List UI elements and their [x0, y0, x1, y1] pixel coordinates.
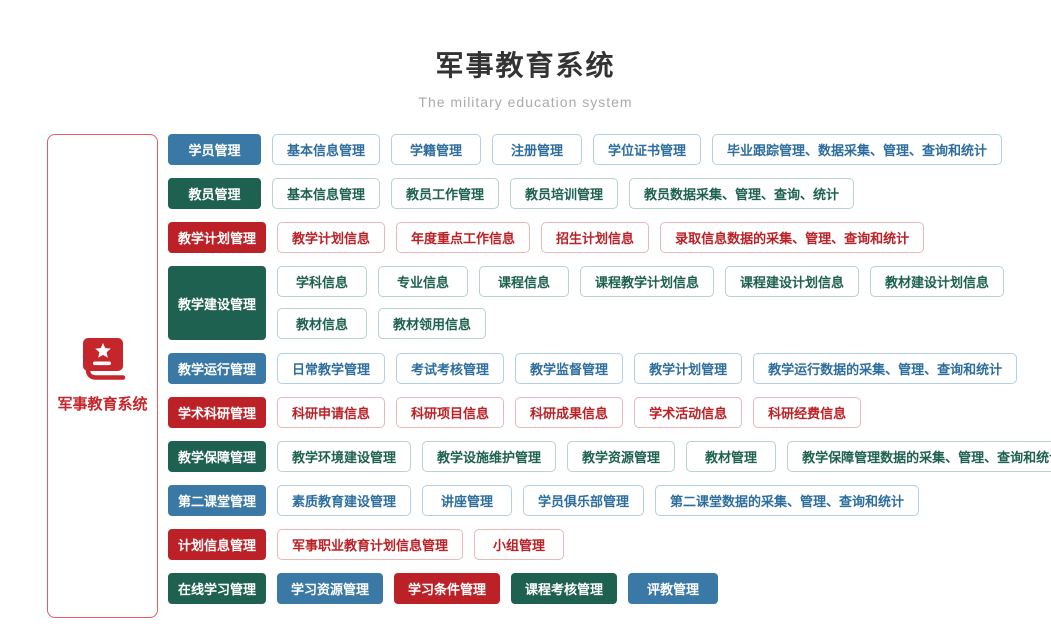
- content-area: 军事教育系统 学员管理 基本信息管理 学籍管理 注册管理 学位证书管理 毕业跟踪…: [0, 134, 1051, 618]
- sub-item-button[interactable]: 课程信息: [479, 266, 570, 297]
- sub-item-button[interactable]: 小组管理: [474, 529, 565, 560]
- sub-items: 学科信息 专业信息 课程信息 课程教学计划信息 课程建设计划信息 教材建设计划信…: [277, 266, 1005, 297]
- sub-items: 科研申请信息 科研项目信息 科研成果信息 学术活动信息 科研经费信息: [277, 397, 862, 428]
- sub-item-button[interactable]: 日常教学管理: [277, 353, 386, 384]
- row-faculty-management: 教员管理 基本信息管理 教员工作管理 教员培训管理 教员数据采集、管理、查询、统…: [168, 178, 1051, 209]
- sub-item-button[interactable]: 教学计划信息: [277, 222, 386, 253]
- sub-item-button[interactable]: 学员俱乐部管理: [523, 485, 645, 516]
- sub-items: 基本信息管理 学籍管理 注册管理 学位证书管理 毕业跟踪管理、数据采集、管理、查…: [272, 134, 1003, 165]
- sub-item-button[interactable]: 基本信息管理: [272, 134, 381, 165]
- sub-item-button[interactable]: 毕业跟踪管理、数据采集、管理、查询和统计: [712, 134, 1003, 165]
- sub-item-lines: 学科信息 专业信息 课程信息 课程教学计划信息 课程建设计划信息 教材建设计划信…: [277, 266, 1005, 339]
- sub-item-button[interactable]: 年度重点工作信息: [396, 222, 531, 253]
- row-second-classroom-management: 第二课堂管理 素质教育建设管理 讲座管理 学员俱乐部管理 第二课堂数据的采集、管…: [168, 485, 1051, 516]
- sub-item-button[interactable]: 注册管理: [492, 134, 583, 165]
- sub-item-button[interactable]: 招生计划信息: [541, 222, 650, 253]
- row-teaching-construction-management: 教学建设管理 学科信息 专业信息 课程信息 课程教学计划信息 课程建设计划信息 …: [168, 266, 1051, 340]
- sub-item-button[interactable]: 录取信息数据的采集、管理、查询和统计: [660, 222, 925, 253]
- category-academic-research-management[interactable]: 学术科研管理: [168, 397, 267, 428]
- category-second-classroom-management[interactable]: 第二课堂管理: [168, 485, 267, 516]
- sub-item-button[interactable]: 军事职业教育计划信息管理: [277, 529, 464, 560]
- sub-item-button[interactable]: 考试考核管理: [396, 353, 505, 384]
- page-header: 军事教育系统 The military education system: [0, 0, 1051, 110]
- sub-item-button[interactable]: 教学资源管理: [567, 441, 676, 472]
- sub-items: 教学计划信息 年度重点工作信息 招生计划信息 录取信息数据的采集、管理、查询和统…: [277, 222, 925, 253]
- sub-item-button[interactable]: 教材领用信息: [378, 308, 487, 339]
- sub-item-button[interactable]: 教材信息: [277, 308, 368, 339]
- system-root-panel[interactable]: 军事教育系统: [47, 134, 158, 618]
- category-student-management[interactable]: 学员管理: [168, 134, 261, 165]
- category-teaching-operation-management[interactable]: 教学运行管理: [168, 353, 267, 384]
- sub-item-button[interactable]: 第二课堂数据的采集、管理、查询和统计: [655, 485, 920, 516]
- system-root-label: 军事教育系统: [57, 396, 148, 413]
- sub-items: 日常教学管理 考试考核管理 教学监督管理 教学计划管理 教学运行数据的采集、管理…: [277, 353, 1018, 384]
- sub-item-button[interactable]: 教材管理: [686, 441, 777, 472]
- sub-item-button[interactable]: 科研项目信息: [396, 397, 505, 428]
- sub-item-button[interactable]: 评教管理: [628, 573, 719, 604]
- sub-item-button[interactable]: 教员培训管理: [510, 178, 619, 209]
- module-rows: 学员管理 基本信息管理 学籍管理 注册管理 学位证书管理 毕业跟踪管理、数据采集…: [168, 134, 1051, 604]
- sub-item-button[interactable]: 科研经费信息: [753, 397, 862, 428]
- sub-item-button[interactable]: 教学设施维护管理: [422, 441, 557, 472]
- page-subtitle: The military education system: [418, 94, 633, 110]
- category-plan-info-management[interactable]: 计划信息管理: [168, 529, 267, 560]
- sub-item-button[interactable]: 课程考核管理: [511, 573, 618, 604]
- category-teaching-plan-management[interactable]: 教学计划管理: [168, 222, 267, 253]
- sub-item-button[interactable]: 教员数据采集、管理、查询、统计: [629, 178, 855, 209]
- row-teaching-plan-management: 教学计划管理 教学计划信息 年度重点工作信息 招生计划信息 录取信息数据的采集、…: [168, 222, 1051, 253]
- sub-item-button[interactable]: 课程教学计划信息: [580, 266, 715, 297]
- sub-items: 基本信息管理 教员工作管理 教员培训管理 教员数据采集、管理、查询、统计: [272, 178, 855, 209]
- row-student-management: 学员管理 基本信息管理 学籍管理 注册管理 学位证书管理 毕业跟踪管理、数据采集…: [168, 134, 1051, 165]
- category-online-learning-management[interactable]: 在线学习管理: [168, 573, 267, 604]
- sub-item-button[interactable]: 教材建设计划信息: [870, 266, 1005, 297]
- sub-item-button[interactable]: 教学监督管理: [515, 353, 624, 384]
- sub-item-button[interactable]: 学习资源管理: [277, 573, 384, 604]
- sub-item-button[interactable]: 教学环境建设管理: [277, 441, 412, 472]
- row-online-learning-management: 在线学习管理 学习资源管理 学习条件管理 课程考核管理 评教管理: [168, 573, 1051, 604]
- sub-item-button[interactable]: 科研成果信息: [515, 397, 624, 428]
- sub-items: 学习资源管理 学习条件管理 课程考核管理 评教管理: [277, 573, 719, 604]
- sub-items: 教学环境建设管理 教学设施维护管理 教学资源管理 教材管理 教学保障管理数据的采…: [277, 441, 1051, 472]
- sub-item-button[interactable]: 讲座管理: [422, 485, 513, 516]
- sub-item-button[interactable]: 学科信息: [277, 266, 368, 297]
- category-teaching-construction-management[interactable]: 教学建设管理: [168, 266, 267, 340]
- row-teaching-support-management: 教学保障管理 教学环境建设管理 教学设施维护管理 教学资源管理 教材管理 教学保…: [168, 441, 1051, 472]
- sub-item-button[interactable]: 学位证书管理: [593, 134, 702, 165]
- sub-item-button[interactable]: 教学运行数据的采集、管理、查询和统计: [753, 353, 1018, 384]
- row-plan-info-management: 计划信息管理 军事职业教育计划信息管理 小组管理: [168, 529, 1051, 560]
- sub-item-button[interactable]: 素质教育建设管理: [277, 485, 412, 516]
- sub-item-button[interactable]: 教学保障管理数据的采集、管理、查询和统计: [787, 441, 1051, 472]
- sub-item-button[interactable]: 学术活动信息: [634, 397, 743, 428]
- sub-item-button[interactable]: 学习条件管理: [394, 573, 501, 604]
- book-star-icon: [80, 338, 126, 385]
- sub-items: 教材信息 教材领用信息: [277, 308, 1004, 339]
- sub-item-button[interactable]: 课程建设计划信息: [725, 266, 860, 297]
- page-title: 军事教育系统: [435, 50, 616, 81]
- category-teaching-support-management[interactable]: 教学保障管理: [168, 441, 267, 472]
- sub-item-button[interactable]: 科研申请信息: [277, 397, 386, 428]
- sub-item-button[interactable]: 教员工作管理: [391, 178, 500, 209]
- sub-item-button[interactable]: 基本信息管理: [272, 178, 381, 209]
- sub-items: 军事职业教育计划信息管理 小组管理: [277, 529, 565, 560]
- sub-items: 素质教育建设管理 讲座管理 学员俱乐部管理 第二课堂数据的采集、管理、查询和统计: [277, 485, 920, 516]
- sub-item-button[interactable]: 专业信息: [378, 266, 469, 297]
- sub-item-button[interactable]: 学籍管理: [391, 134, 482, 165]
- sub-item-button[interactable]: 教学计划管理: [634, 353, 743, 384]
- row-teaching-operation-management: 教学运行管理 日常教学管理 考试考核管理 教学监督管理 教学计划管理 教学运行数…: [168, 353, 1051, 384]
- row-academic-research-management: 学术科研管理 科研申请信息 科研项目信息 科研成果信息 学术活动信息 科研经费信…: [168, 397, 1051, 428]
- category-faculty-management[interactable]: 教员管理: [168, 178, 261, 209]
